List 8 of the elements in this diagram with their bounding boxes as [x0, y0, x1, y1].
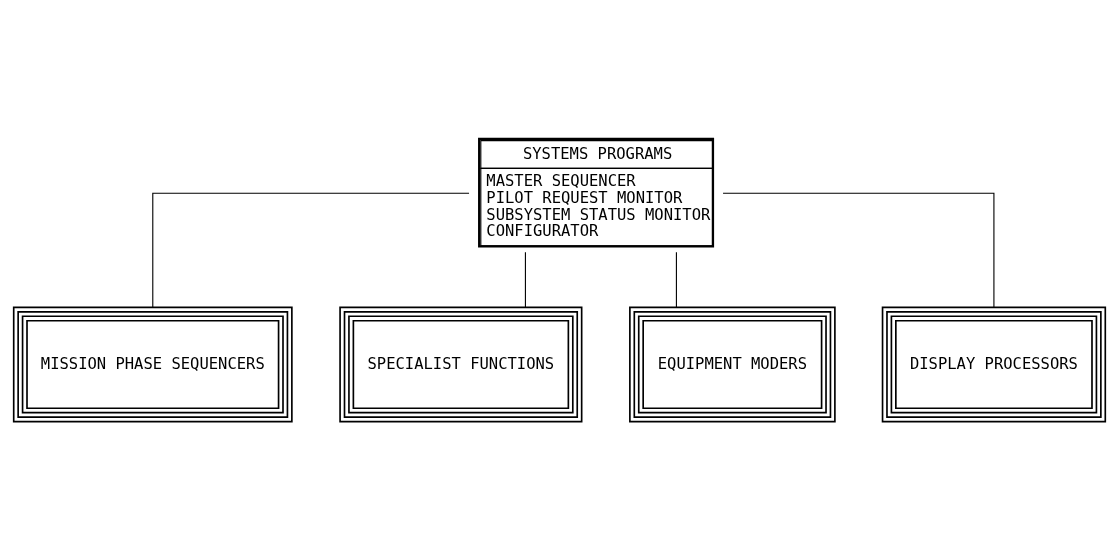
node-box: DISPLAY PROCESSORS: [881, 306, 1107, 422]
node-box: EQUIPMENT MODERS: [629, 306, 836, 422]
connector: [152, 192, 470, 308]
node-box: MISSION PHASE SEQUENCERS: [12, 306, 293, 422]
connector: [675, 251, 677, 308]
node-box: SPECIALIST FUNCTIONS: [339, 306, 583, 422]
connector: [524, 251, 526, 308]
connector: [722, 192, 995, 308]
